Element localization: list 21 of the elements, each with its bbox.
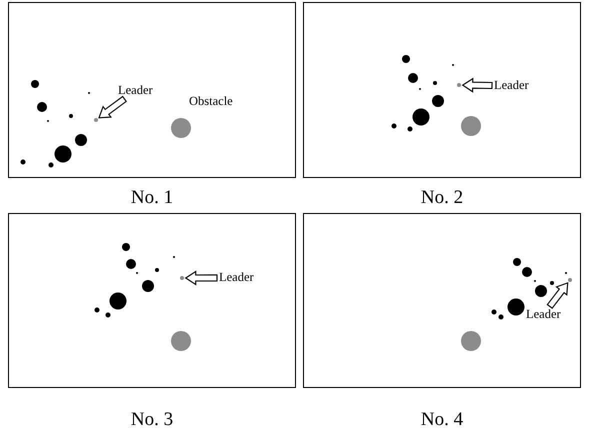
leader-label: Leader — [219, 271, 254, 285]
panel-caption: No. 4 — [420, 409, 464, 429]
block-arrow — [184, 270, 218, 286]
simulation-panel — [8, 213, 296, 388]
block-arrow — [462, 78, 493, 93]
panel-caption: No. 1 — [130, 187, 174, 209]
leader-label: Leader — [494, 79, 529, 93]
leader-label: Leader — [118, 84, 153, 98]
panel-caption: No. 2 — [420, 187, 464, 209]
panel-caption: No. 3 — [130, 409, 174, 429]
block-arrow — [546, 282, 568, 309]
leader-dot — [180, 276, 184, 280]
obstacle-label: Obstacle — [189, 95, 233, 109]
simulation-panel — [8, 2, 296, 178]
leader-dot — [568, 278, 572, 282]
simulation-panel — [303, 213, 581, 388]
leader-dot — [456, 82, 462, 88]
leader-dot — [94, 118, 98, 122]
leader-label: Leader — [526, 308, 561, 322]
block-arrow — [98, 96, 127, 118]
simulation-panel — [303, 2, 581, 178]
